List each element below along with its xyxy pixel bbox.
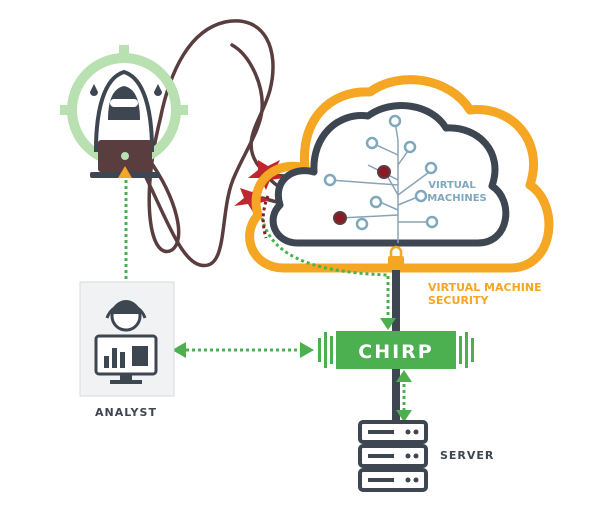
vm-security-label-1: VIRTUAL MACHINE	[428, 281, 542, 294]
detection-path-curve	[260, 217, 389, 277]
arrow-left-icon	[172, 342, 186, 358]
virtual-machines-label-2: MACHINES	[427, 193, 487, 204]
chirp-label: CHIRP	[358, 341, 433, 363]
vm-nodes	[323, 114, 439, 231]
virtual-machines-label-1: VIRTUAL	[428, 180, 476, 191]
arrow-down-icon	[380, 318, 396, 330]
arrow-down-icon-2	[396, 410, 412, 422]
lock-icon	[388, 245, 404, 270]
analyst: ANALYST	[79, 281, 175, 419]
hooded-hacker-icon	[90, 69, 162, 178]
vm-security-label-2: SECURITY	[428, 294, 490, 307]
analyst-monitor-icon	[94, 300, 158, 384]
attacker-cable-right	[138, 43, 264, 268]
chirp-bar: CHIRP	[318, 331, 474, 369]
cloud: VIRTUAL MACHINES	[245, 75, 554, 273]
attacker	[60, 45, 188, 178]
compromised-vm-nodes	[333, 165, 391, 225]
analyst-label: ANALYST	[95, 406, 157, 419]
attacker-cable-left	[146, 19, 280, 254]
arrow-right-icon	[300, 342, 314, 358]
arrow-up-icon	[396, 370, 412, 382]
server-label: SERVER	[440, 449, 494, 462]
cloud-security-outline	[245, 75, 554, 273]
